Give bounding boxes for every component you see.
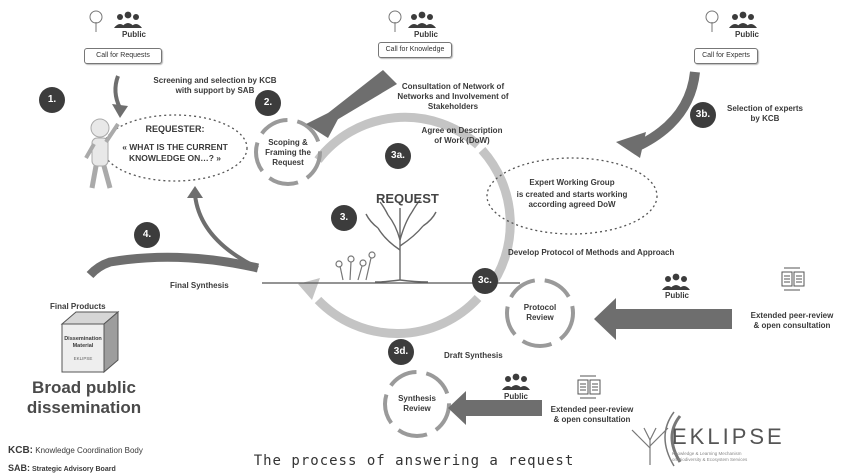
ewg-ellipse xyxy=(486,157,658,235)
synthesis-small-cycle xyxy=(383,370,451,438)
draft-synthesis-text: Draft Synthesis xyxy=(444,351,503,360)
develop-protocol-text: Develop Protocol of Methods and Approach xyxy=(508,248,675,257)
broad-public-line-2: dissemination xyxy=(26,398,142,417)
kcb-legend: KCB: Knowledge Coordination Body xyxy=(8,446,143,456)
requester-figure-icon xyxy=(84,118,120,189)
arrow-return xyxy=(86,186,260,279)
protocol-small-cycle xyxy=(505,278,575,348)
screening-prefix: with support by xyxy=(175,86,236,95)
step-2-badge: 2. xyxy=(255,90,281,116)
requester-question: « WHAT IS THE CURRENT KNOWLEDGE ON…? » xyxy=(122,142,228,163)
selection-experts-line-1: Selection of experts xyxy=(726,104,804,113)
ewg-text-line-1: is created and starts working xyxy=(516,190,628,199)
eklipse-logo-text: EKLIPSE xyxy=(672,424,785,449)
call-for-experts-box: Call for Experts xyxy=(694,48,758,64)
scoping-line-2: Framing the xyxy=(265,148,311,157)
broad-public-line-1: Broad public xyxy=(32,378,136,397)
people-icon-knowledge xyxy=(408,11,436,28)
sab-legend: SAB: Strategic Advisory Board xyxy=(8,463,116,475)
kcb-text: Knowledge Coordination Body xyxy=(35,446,143,455)
requester-title: REQUESTER: xyxy=(145,124,205,134)
agree-dow-line-1: Agree on Description xyxy=(421,126,503,135)
consultation-line-1: Consultation of Network of xyxy=(401,82,505,91)
dissemination-box xyxy=(60,310,120,374)
document-review-icon-synthesis xyxy=(577,375,601,399)
selection-experts-line-2: by KCB xyxy=(750,114,780,123)
consultation-line-3: Stakeholders xyxy=(427,102,479,111)
dissemination-material-line-1: Dissemination xyxy=(64,336,102,342)
dissemination-material-line-2: Material xyxy=(72,343,94,349)
dissemination-box-logo: EKLIPSE xyxy=(73,356,93,361)
arrow-experts xyxy=(616,71,700,158)
step-1-badge: 1. xyxy=(39,87,65,113)
arrow-knowledge xyxy=(306,70,397,138)
agree-dow-line-2: of Work (DoW) xyxy=(434,136,490,145)
people-icon-protocol xyxy=(662,273,690,290)
screening-line-1: Screening and selection by KCB xyxy=(153,76,277,85)
eklipse-logo-subtitle: Knowledge & Learning Mechanism on Biodiv… xyxy=(672,451,782,463)
public-label-requests: Public xyxy=(122,30,147,39)
extended-review-protocol-line-1: Extended peer-review xyxy=(750,311,834,320)
scoping-small-cycle xyxy=(254,118,322,186)
extended-review-protocol-line-2: & open consultation xyxy=(753,321,831,330)
people-icon-synthesis xyxy=(502,373,530,390)
sab-abbr: SAB: xyxy=(8,463,30,473)
logo-subtitle-line-2: on Biodiversity & Ecosystem Services xyxy=(672,457,748,462)
bottom-title: The process of answering a request xyxy=(253,453,575,469)
extended-review-synthesis-line-2: & open consultation xyxy=(553,415,631,424)
public-label-protocol: Public xyxy=(665,291,690,300)
ewg-title: Expert Working Group xyxy=(529,178,615,187)
tree-icon xyxy=(365,199,437,283)
scoping-line-3: Request xyxy=(272,158,304,167)
main-cycle-ring xyxy=(298,112,515,338)
step-3c-badge: 3c. xyxy=(472,268,498,294)
scoping-line-1: Scoping & xyxy=(268,138,308,147)
arrow-into-protocol xyxy=(594,298,732,340)
protocol-review-line-1: Protocol xyxy=(523,303,557,312)
tree-icon-experts xyxy=(705,10,719,32)
synthesis-review-line-1: Synthesis xyxy=(398,394,436,403)
sab-text: Strategic Advisory Board xyxy=(31,466,116,473)
tree-icon-knowledge xyxy=(388,10,402,32)
tree-icon-requests xyxy=(89,10,103,32)
arrow-into-synthesis xyxy=(448,391,542,425)
screening-sab: SAB xyxy=(237,86,255,95)
step-3-badge: 3. xyxy=(331,205,357,231)
people-icon-experts xyxy=(729,11,757,28)
step-3a-badge: 3a. xyxy=(385,143,411,169)
public-label-knowledge: Public xyxy=(414,30,439,39)
public-label-experts: Public xyxy=(735,30,760,39)
step-4-badge: 4. xyxy=(134,222,160,248)
seedlings-icon xyxy=(335,251,376,281)
call-for-knowledge-box: Call for Knowledge xyxy=(378,42,452,58)
consultation-line-2: Networks and Involvement of xyxy=(397,92,509,101)
request-label: REQUEST xyxy=(376,191,439,206)
logo-subtitle-line-1: Knowledge & Learning Mechanism xyxy=(672,451,742,456)
arrow-requests xyxy=(113,75,122,109)
step-3b-badge: 3b. xyxy=(690,102,716,128)
final-products-text: Final Products xyxy=(50,302,106,311)
public-label-synthesis: Public xyxy=(504,392,529,401)
protocol-review-line-2: Review xyxy=(526,313,554,322)
screening-line-2: with support by SAB xyxy=(140,86,290,96)
eklipse-logo-icon xyxy=(631,411,682,467)
step-3d-badge: 3d. xyxy=(388,339,414,365)
cycle-arrowhead xyxy=(298,278,320,300)
extended-review-synthesis-line-1: Extended peer-review xyxy=(550,405,634,414)
final-synthesis-text: Final Synthesis xyxy=(170,281,229,290)
document-review-icon-protocol xyxy=(781,267,805,291)
kcb-abbr: KCB: xyxy=(8,445,33,456)
synthesis-review-line-2: Review xyxy=(403,404,431,413)
call-for-requests-box: Call for Requests xyxy=(84,48,162,64)
ewg-text-line-2: according agreed DoW xyxy=(528,200,616,209)
people-icon-requests xyxy=(114,11,142,28)
